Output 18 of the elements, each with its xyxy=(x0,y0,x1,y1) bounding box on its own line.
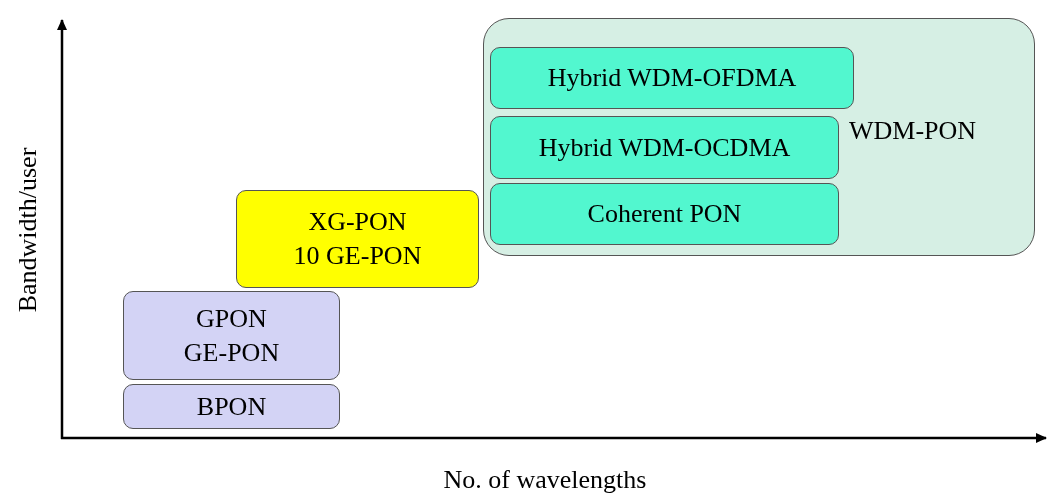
group-panel xyxy=(483,18,1035,256)
box-label: XG-PON xyxy=(308,206,407,238)
rounded-box xyxy=(123,291,340,380)
box-label: BPON xyxy=(196,390,267,423)
box-label: 10 GE-PON xyxy=(293,240,422,272)
box-label: GPON xyxy=(196,302,267,335)
box-label: GE-PON xyxy=(183,336,280,369)
axis-title: No. of wavelengths xyxy=(443,465,647,495)
axis-title: Bandwidth/user xyxy=(12,147,43,313)
box-label: Hybrid WDM-OFDMA xyxy=(547,62,797,94)
box-label: Hybrid WDM-OCDMA xyxy=(538,131,791,164)
group-title: WDM-PON xyxy=(849,115,977,147)
rounded-box xyxy=(236,190,479,288)
rounded-box xyxy=(490,183,839,245)
rounded-box xyxy=(490,116,839,179)
rounded-box xyxy=(490,47,854,109)
rounded-box xyxy=(123,384,340,429)
box-label: Coherent PON xyxy=(587,198,742,230)
